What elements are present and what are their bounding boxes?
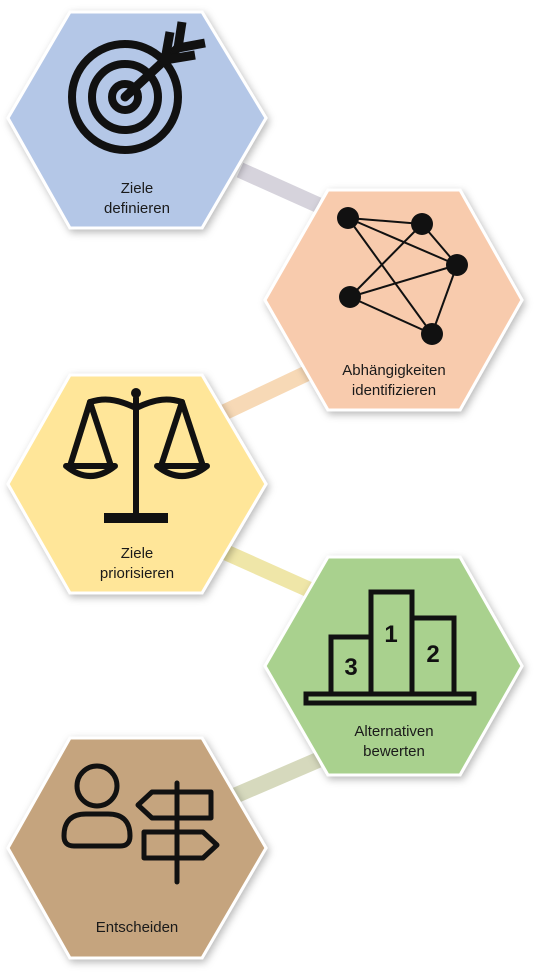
step-label-line-1: Alternativen	[354, 723, 433, 740]
step-ziele-priorisieren: Ziele priorisieren	[6, 373, 268, 595]
podium-third-place: 3	[344, 654, 357, 681]
step-label-line-2: identifizieren	[352, 382, 436, 399]
step-ziele-definieren: Ziele definieren	[6, 10, 268, 230]
connector-1	[236, 162, 322, 213]
hexagon-shape	[263, 555, 524, 777]
step-label-line-2: definieren	[104, 200, 170, 217]
step-label-line-1: Ziele	[121, 545, 154, 562]
step-label-line-2: bewerten	[363, 743, 425, 760]
step-label-line-2: priorisieren	[100, 565, 174, 582]
connectors	[221, 162, 322, 808]
hexagon-shape	[6, 10, 268, 230]
podium-second-place: 2	[426, 641, 439, 668]
step-entscheiden: Entscheiden	[6, 736, 268, 960]
scale-icon	[63, 388, 210, 523]
step-label-line-1: Abhängigkeiten	[342, 362, 445, 379]
podium-first-place: 1	[384, 621, 397, 648]
target-icon	[68, 21, 206, 154]
person-signpost-icon	[61, 763, 220, 885]
network-icon	[337, 207, 468, 345]
step-label-line-1: Entscheiden	[96, 919, 179, 936]
step-abhaengigkeiten-identifizieren: Abhängigkeiten identifizieren	[263, 188, 524, 412]
connector-2	[221, 360, 322, 420]
connector-3	[221, 544, 314, 598]
step-alternativen-bewerten: 1 2 3 Alternativen bewerten	[263, 555, 524, 777]
podium-icon: 1 2 3	[303, 589, 477, 706]
step-label-line-1: Ziele	[121, 180, 154, 197]
connector-4	[221, 752, 322, 808]
hexagon-shape	[263, 188, 524, 412]
